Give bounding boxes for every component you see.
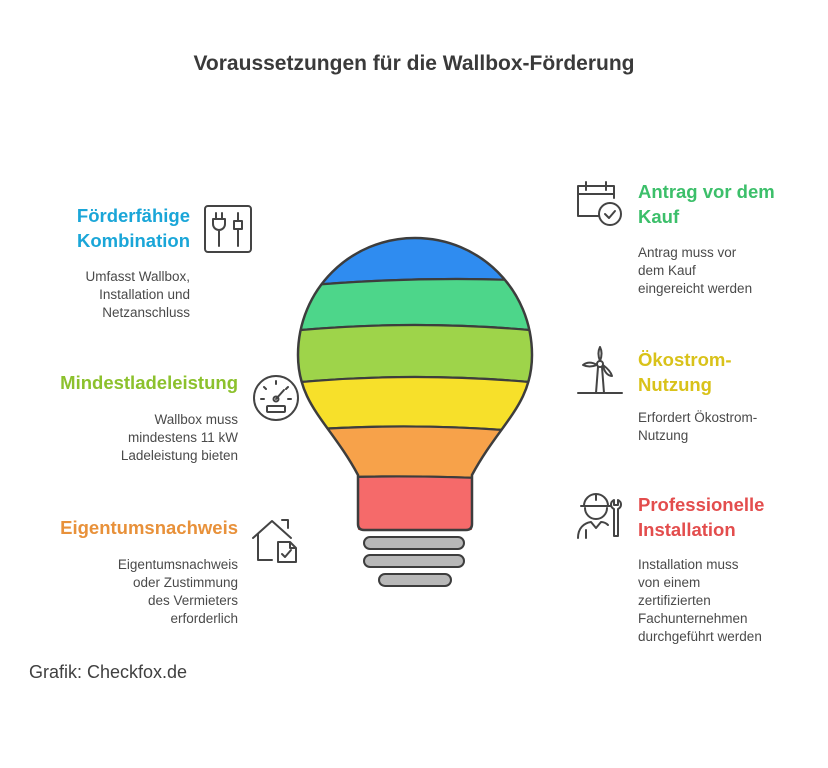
plug-tools-icon (204, 205, 252, 253)
desc-foerderfaehige-kombination: Umfasst Wallbox, Installation und Netzan… (85, 269, 190, 320)
heading-antrag-vor-dem-kauf: Antrag vor dem Kauf (638, 181, 775, 227)
heading-oekostrom-nutzung: Ökostrom- Nutzung (638, 349, 732, 395)
heading-eigentumsnachweis: Eigentumsnachweis (60, 517, 238, 538)
page-title: Voraussetzungen für die Wallbox-Förderun… (193, 52, 635, 75)
bulb-band-green (298, 277, 532, 333)
desc-oekostrom-nutzung: Erfordert Ökostrom- Nutzung (638, 410, 758, 443)
bulb-base-ring-3 (378, 573, 452, 587)
credit-text: Grafik: Checkfox.de (29, 662, 188, 682)
bulb-base-ring-2 (363, 554, 465, 568)
light-bulb (296, 236, 534, 587)
bulb-band-red (298, 475, 532, 530)
bulb-band-lightgreen (298, 323, 532, 385)
desc-professionelle-installation: Installation muss von einem zertifiziert… (638, 557, 762, 644)
desc-mindestladeleistung: Wallbox muss mindestens 11 kW Ladeleistu… (120, 412, 238, 463)
house-document-icon (252, 519, 297, 563)
bulb-base-ring-1 (363, 536, 465, 550)
bulb-band-yellow (298, 375, 532, 435)
bulb-band-orange (298, 425, 532, 483)
desc-eigentumsnachweis: Eigentumsnachweis oder Zustimmung des Ve… (117, 557, 238, 626)
worker-wrench-icon (577, 493, 622, 539)
heading-professionelle-installation: Professionelle Installation (638, 494, 765, 540)
calendar-check-icon (577, 181, 622, 226)
heading-mindestladeleistung: Mindestladeleistung (60, 372, 238, 393)
gauge-icon (253, 375, 299, 421)
wind-turbine-icon (577, 346, 623, 394)
desc-antrag-vor-dem-kauf: Antrag muss vor dem Kauf eingereicht wer… (638, 245, 753, 296)
heading-foerderfaehige-kombination: Förderfähige Kombination (76, 205, 190, 251)
